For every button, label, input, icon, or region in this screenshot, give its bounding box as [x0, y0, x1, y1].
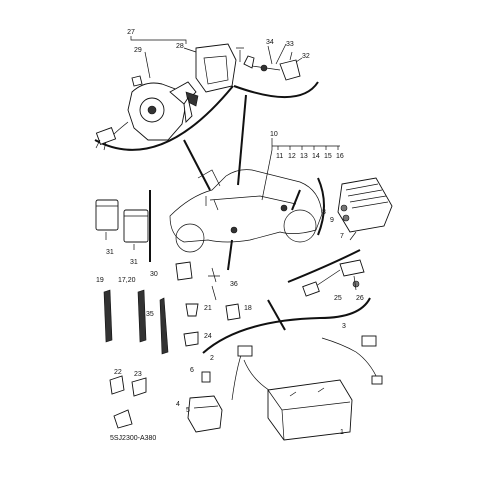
callout-33: 33	[286, 41, 294, 48]
callout-7: 7	[340, 233, 344, 240]
divider-top-left	[94, 85, 234, 151]
rear-bracket-parts	[236, 43, 303, 81]
callout-6: 6	[190, 367, 194, 374]
motorcycle-silhouette	[169, 169, 323, 253]
divider-bottom	[202, 297, 371, 354]
callout-32: 32	[302, 53, 310, 60]
leader-lower	[227, 239, 233, 271]
callout-34: 34	[266, 39, 274, 46]
callout-35: 35	[146, 311, 154, 318]
callout-4: 4	[176, 401, 180, 408]
callout-19: 19	[96, 277, 104, 284]
leader-regulator	[291, 189, 301, 211]
callout-18: 18	[244, 305, 252, 312]
callout-labels: 27 28 29 34 33 32 10 11 12 13 14 15 16 8…	[96, 29, 364, 436]
callout-31-b: 31	[130, 259, 138, 266]
sensor-assembly	[302, 259, 365, 297]
callout-25: 25	[334, 295, 342, 302]
callout-3: 3	[342, 323, 346, 330]
diagram-code: 5SJ2300-A380	[110, 435, 156, 442]
leader-battery	[267, 299, 286, 331]
divider-top-right	[233, 81, 319, 98]
callout-15: 15	[324, 153, 332, 160]
callout-26: 26	[356, 295, 364, 302]
callout-12: 12	[288, 153, 296, 160]
callout-16: 16	[336, 153, 344, 160]
divider-right	[317, 177, 325, 236]
callout-29: 29	[134, 47, 142, 54]
callout-bracket-10	[261, 138, 340, 201]
callout-28: 28	[176, 43, 184, 50]
callout-22: 22	[114, 369, 122, 376]
callout-10: 10	[270, 131, 278, 138]
callout-8: 8	[322, 209, 326, 216]
callout-5: 5	[186, 407, 190, 414]
callout-17-20: 17,20	[118, 277, 136, 284]
callout-31-a: 31	[106, 249, 114, 256]
callout-27: 27	[127, 29, 135, 36]
wiring-harness-battery	[187, 335, 383, 441]
ignition-callout-lines	[130, 36, 197, 79]
callout-1: 1	[340, 429, 344, 436]
callout-36: 36	[230, 281, 238, 288]
callout-11: 11	[276, 153, 283, 160]
callout-2: 2	[210, 355, 214, 362]
callout-23: 23	[134, 371, 142, 378]
section-dividers	[94, 81, 371, 354]
leader-ignition	[183, 139, 211, 191]
callout-30: 30	[150, 271, 158, 278]
cable-ties	[103, 261, 241, 429]
relay-units	[95, 199, 149, 250]
divider-right-lower	[287, 249, 361, 283]
regulator-rectifier	[337, 177, 393, 241]
callout-9: 9	[330, 217, 334, 224]
ignition-switch-assembly	[95, 43, 237, 151]
callout-24: 24	[204, 333, 212, 340]
callout-21: 21	[204, 305, 212, 312]
callout-13: 13	[300, 153, 308, 160]
leader-center	[237, 94, 247, 186]
callout-14: 14	[312, 153, 320, 160]
